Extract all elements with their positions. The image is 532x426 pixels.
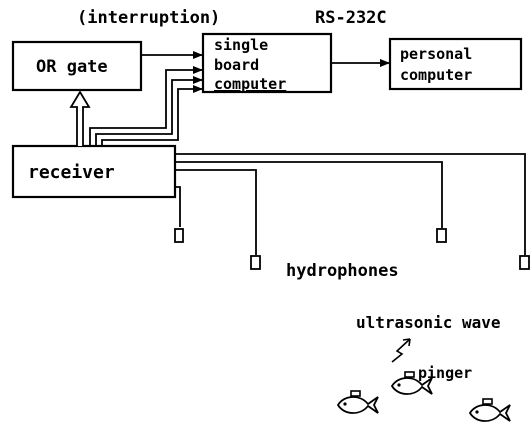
- sbc-label-line3: computer: [214, 75, 286, 93]
- personal-computer-box: personal computer: [390, 39, 521, 89]
- pinger-icon-2: [405, 372, 414, 377]
- interruption-label: (interruption): [77, 8, 220, 28]
- or-gate-label: OR gate: [36, 57, 108, 77]
- hydrophone-cables: [175, 154, 525, 255]
- pinger-icon-1: [351, 391, 360, 396]
- pc-label-line2: computer: [400, 66, 472, 84]
- pinger-label: pinger: [418, 364, 472, 382]
- pc-label-line1: personal: [400, 45, 472, 63]
- single-board-computer-box: single board computer: [203, 34, 331, 93]
- rs232c-label: RS-232C: [315, 8, 387, 28]
- sbc-label-line2: board: [214, 56, 259, 74]
- hydrophones-label: hydrophones: [286, 261, 399, 281]
- fish-icon-1: [338, 391, 378, 413]
- hydrophone-4: [520, 256, 529, 269]
- ultrasonic-wave-label: ultrasonic wave: [356, 313, 501, 332]
- receiver-box: receiver: [13, 146, 175, 197]
- hydrophone-3: [437, 229, 446, 242]
- or-gate-box: OR gate: [13, 42, 141, 90]
- pinger-icon-3: [483, 399, 492, 404]
- hydrophone-1: [175, 229, 183, 242]
- receiver-label: receiver: [28, 162, 115, 183]
- receiver-to-sbc-lines: [90, 70, 202, 146]
- ultrasonic-wave-arrow-icon: [392, 339, 410, 362]
- sbc-label-line1: single: [214, 36, 268, 54]
- fish-icon-3: [470, 399, 510, 421]
- receiver-to-or-gate-arrow: [71, 92, 89, 146]
- hydrophone-2: [251, 256, 260, 269]
